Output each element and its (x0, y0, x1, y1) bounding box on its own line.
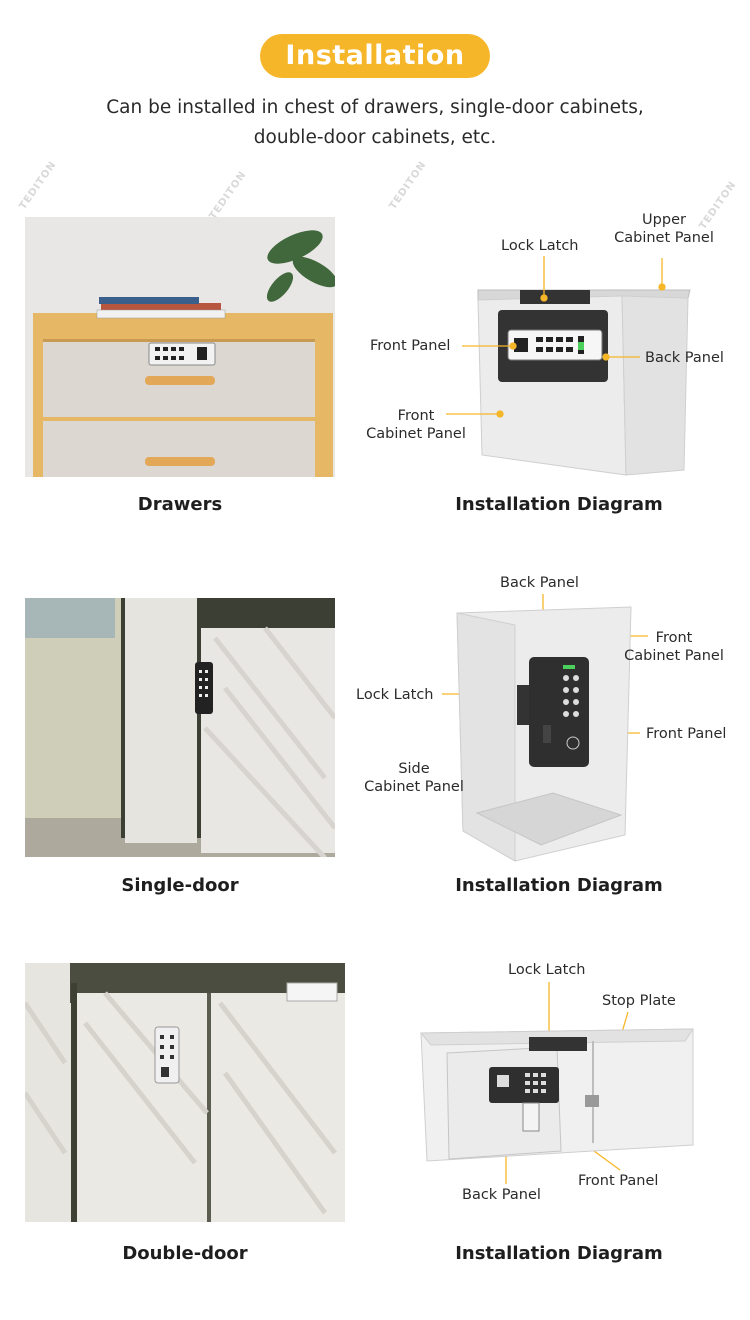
caption-drawers: Drawers (137, 494, 223, 515)
label-line: Cabinet Panel (614, 230, 714, 246)
label-line: Front (655, 630, 693, 646)
label-line: Cabinet Panel (366, 426, 466, 442)
title-badge: Installation (260, 34, 490, 78)
caption-installation-diagram-3: Installation Diagram (455, 1243, 663, 1264)
label-stop-plate: Stop Plate (602, 993, 676, 1009)
subtitle-line-1: Can be installed in chest of drawers, si… (106, 97, 644, 118)
label-lock-latch: Lock Latch (501, 238, 579, 254)
label-front-cabinet-panel: Front Cabinet Panel (356, 407, 476, 443)
drawer-installation-diagram (477, 289, 691, 476)
watermark: TEDITON (17, 159, 59, 212)
label-back-panel: Back Panel (645, 350, 724, 366)
label-front-panel: Front Panel (370, 338, 451, 354)
label-front-cabinet-panel: Front Cabinet Panel (614, 629, 734, 665)
watermark: TEDITON (207, 169, 249, 222)
double-door-installation-diagram (419, 1028, 694, 1162)
label-lock-latch: Lock Latch (356, 687, 434, 703)
single-door-illustration (25, 598, 335, 857)
caption-installation-diagram-1: Installation Diagram (455, 494, 663, 515)
label-line: Cabinet Panel (364, 779, 464, 795)
label-line: Cabinet Panel (624, 648, 724, 664)
double-door-illustration (25, 963, 345, 1222)
subtitle-line-2: double-door cabinets, etc. (253, 127, 497, 148)
label-front-panel: Front Panel (578, 1173, 659, 1189)
label-back-panel: Back Panel (500, 575, 579, 591)
label-line: Side (398, 761, 430, 777)
label-front-panel: Front Panel (646, 726, 727, 742)
caption-installation-diagram-2: Installation Diagram (455, 875, 663, 896)
caption-double-door: Double-door (122, 1243, 248, 1264)
watermark: TEDITON (387, 159, 429, 212)
drawers-illustration (25, 217, 335, 477)
drawers-photo (25, 217, 335, 477)
label-back-panel: Back Panel (462, 1187, 541, 1203)
caption-single-door: Single-door (121, 875, 239, 896)
label-line: Upper (642, 212, 686, 228)
label-upper-cabinet-panel: Upper Cabinet Panel (600, 211, 728, 247)
double-door-photo (25, 963, 345, 1222)
single-door-photo (25, 598, 335, 857)
single-door-installation-diagram (456, 606, 632, 862)
subtitle: Can be installed in chest of drawers, si… (40, 93, 710, 153)
label-side-cabinet-panel: Side Cabinet Panel (354, 760, 474, 796)
label-line: Front (397, 408, 435, 424)
label-lock-latch: Lock Latch (508, 962, 586, 978)
